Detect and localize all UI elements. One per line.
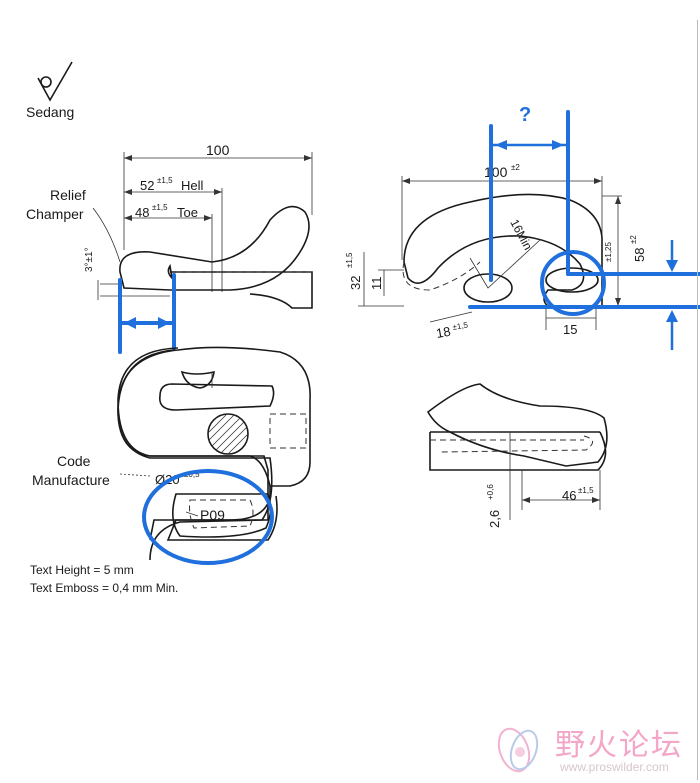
dim-58-tol: ±2 bbox=[629, 235, 638, 244]
page-edge-line bbox=[697, 20, 698, 780]
question-mark: ? bbox=[519, 104, 531, 126]
dim-52-tol: ±1,5 bbox=[157, 176, 173, 185]
dim-46-value: 46 bbox=[562, 488, 576, 503]
dim-100-right-value: 100 bbox=[484, 164, 508, 180]
side-view-left: 100 52 ±1,5 Hell 48 ±1,5 Toe Relief Cham… bbox=[26, 142, 313, 309]
note-text-height: Text Height = 5 mm bbox=[30, 563, 134, 577]
stamp-code: P09 bbox=[200, 507, 225, 523]
watermark-title: 野火论坛 bbox=[555, 728, 683, 763]
dim-3-angle: 3°±1° bbox=[84, 247, 95, 272]
watermark-url: www.proswilder.com bbox=[560, 760, 669, 774]
dim-15: 15 bbox=[563, 322, 577, 337]
dim-18-value: 18 bbox=[435, 324, 452, 341]
bottom-right-view: 46 ±1,5 2,6 +0,6 bbox=[426, 383, 608, 528]
dim-dia-20-tol: ±0,5 bbox=[184, 470, 200, 479]
dim-52-value: 52 bbox=[140, 178, 154, 193]
dim-48-value: 48 bbox=[135, 205, 149, 220]
hatch bbox=[208, 414, 249, 455]
blue-markup-right: ? bbox=[468, 104, 700, 350]
surface-finish-symbol: Sedang bbox=[26, 61, 74, 120]
relief-label: Relief bbox=[50, 187, 86, 203]
dim-100-right-tol: ±2 bbox=[511, 163, 520, 172]
dim-2-6-value: 2,6 bbox=[487, 510, 502, 528]
dim-2-6-tol: +0,6 bbox=[486, 484, 495, 500]
dim-16-min: 16Min bbox=[507, 217, 535, 252]
dim-100-top-left: 100 bbox=[206, 142, 230, 158]
dim-48-tol: ±1,5 bbox=[152, 203, 168, 212]
watermark-flower-icon bbox=[497, 727, 539, 773]
dim-32-value: 32 bbox=[348, 276, 363, 290]
code-label: Code bbox=[57, 453, 91, 469]
dim-11: 11 bbox=[369, 277, 384, 291]
symbol-label: Sedang bbox=[26, 104, 74, 120]
dim-48-word: Toe bbox=[177, 205, 198, 220]
dim-32-tol: ±1,5 bbox=[345, 252, 354, 268]
dim-46-tol: ±1,5 bbox=[578, 486, 594, 495]
note-text-emboss: Text Emboss = 0,4 mm Min. bbox=[30, 581, 178, 595]
champer-label: Champer bbox=[26, 206, 84, 222]
dim-11-tol: ±1,25 bbox=[604, 241, 613, 262]
dim-52-word: Hell bbox=[181, 178, 204, 193]
blue-markup-left bbox=[118, 273, 176, 354]
plan-view-left: Ø20 ±0,5 P09 Code Manufacture bbox=[32, 346, 311, 561]
notes: Text Height = 5 mm Text Emboss = 0,4 mm … bbox=[30, 563, 178, 595]
dim-58-value: 58 bbox=[632, 248, 647, 262]
side-view-right: 100 ±2 16Min 58 ±2 ±1,25 32 ±1,5 11 18 ±… bbox=[345, 163, 647, 341]
manufacture-label: Manufacture bbox=[32, 472, 110, 488]
blue-ellipse-stamp bbox=[142, 469, 274, 565]
dim-18-tol: ±1,5 bbox=[452, 320, 469, 332]
